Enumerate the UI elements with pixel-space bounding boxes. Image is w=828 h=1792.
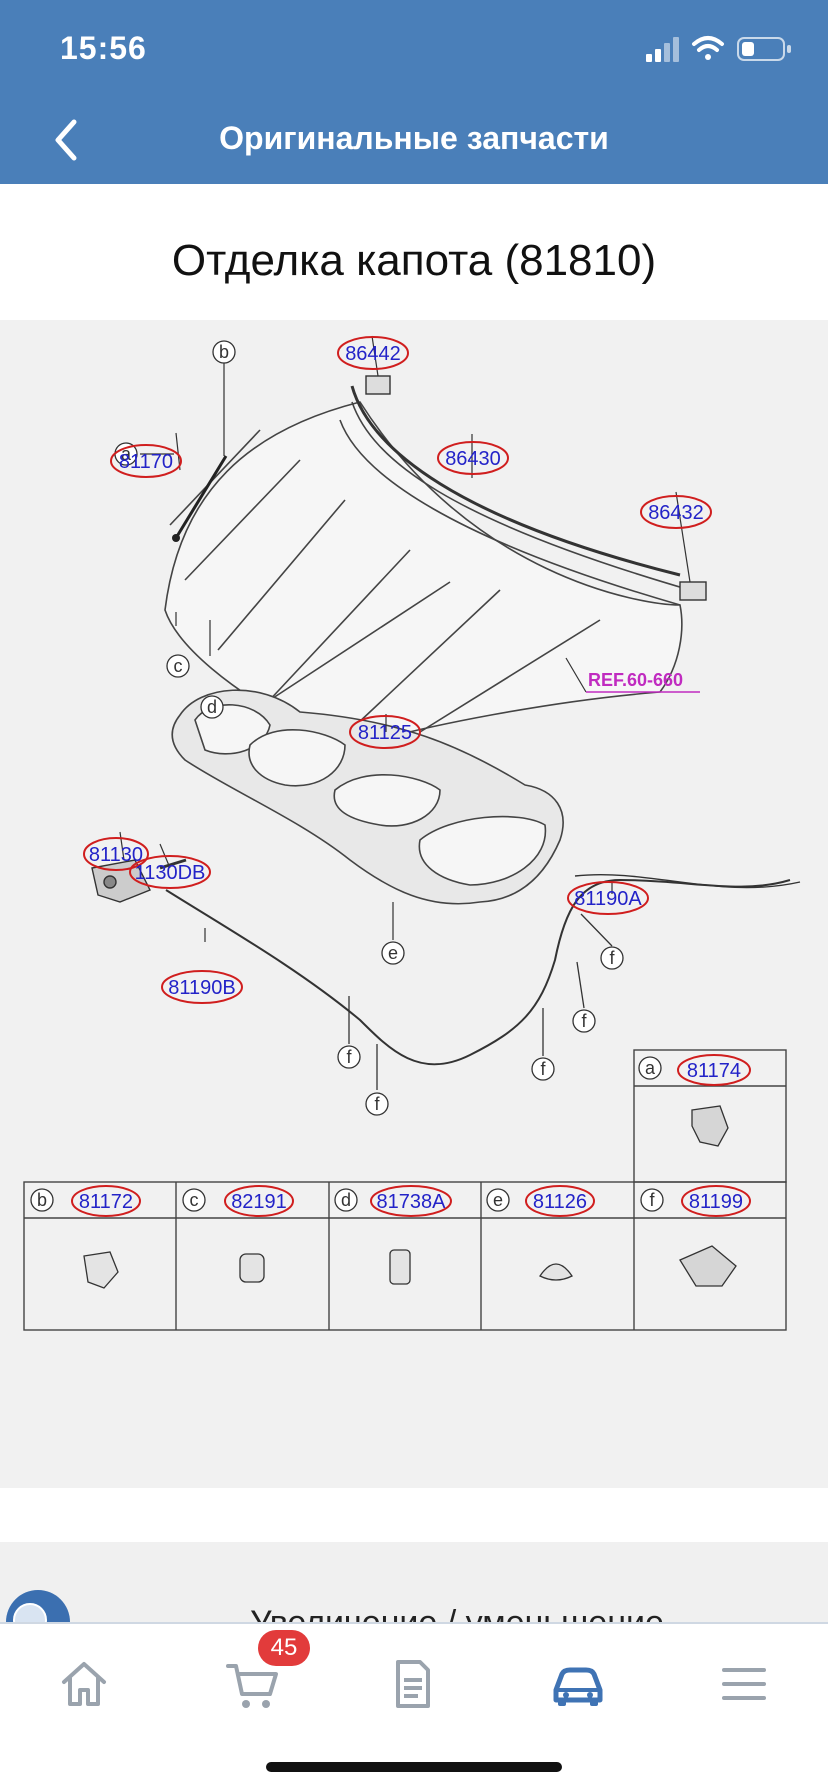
callout-circles (83, 336, 712, 1004)
bumper-stop-86432 (679, 581, 707, 601)
bumper-stop-86442 (365, 375, 391, 395)
callout-86432[interactable]: 86432 (648, 502, 704, 524)
car-icon (553, 1667, 603, 1706)
letter-e-marker: e (388, 943, 398, 963)
legend-f-code[interactable]: 81199 (689, 1191, 743, 1213)
status-icons (646, 36, 791, 62)
menu-icon (722, 1668, 766, 1700)
hood-panel (164, 401, 691, 751)
letter-a-marker: a (121, 444, 132, 464)
legend-e-code[interactable]: 81126 (533, 1191, 587, 1213)
legend-cell-f: f 81199 (640, 1185, 751, 1287)
callout-81170[interactable]: 81170 (119, 451, 173, 473)
tab-orders[interactable] (382, 1654, 442, 1714)
tab-menu[interactable] (714, 1654, 774, 1714)
letter-f-marker-5: f (609, 948, 615, 968)
callout-81130[interactable]: 81130 (89, 844, 143, 866)
cable-clip-part-icon (679, 1245, 737, 1287)
zoom-icon (6, 1590, 70, 1622)
ref-label[interactable]: REF.60-660 (588, 670, 683, 690)
legend-cell-a: a 81174 (638, 1054, 751, 1147)
legend-b-letter: b (37, 1190, 47, 1210)
legend-cell-b: b 81172 (30, 1185, 141, 1289)
spring-part-icon (389, 1249, 411, 1285)
legend-f-letter: f (649, 1190, 655, 1210)
legend-c-code[interactable]: 82191 (231, 1191, 287, 1213)
app-header: 15:56 Оригинальные запчасти (0, 0, 828, 184)
callout-81190A[interactable]: 81190A (574, 888, 642, 910)
tab-car[interactable] (548, 1654, 608, 1714)
letter-c-marker: c (174, 656, 183, 676)
tab-cart[interactable] (222, 1654, 282, 1714)
callout-81190B[interactable]: 81190B (168, 977, 235, 999)
clip-leaders (348, 913, 613, 1090)
latch-part-icon (691, 1105, 729, 1147)
letter-f-marker-1: f (346, 1047, 352, 1067)
legend-e-letter: e (493, 1190, 503, 1210)
section-divider (0, 1488, 828, 1542)
callout-86442[interactable]: 86442 (345, 343, 401, 365)
letter-f-marker-4: f (581, 1011, 587, 1031)
parts-diagram-drawing: b a c d e f f f f f 86442 86430 86432 81… (23, 335, 801, 1331)
legend-d-letter: d (341, 1190, 351, 1210)
legend-cell-c: c 82191 (182, 1185, 294, 1283)
tab-bar: 45 (0, 1622, 828, 1792)
page-title: Отделка капота (81810) (171, 236, 657, 285)
callout-86430[interactable]: 86430 (445, 448, 501, 470)
callout-81125[interactable]: 81125 (358, 722, 412, 744)
letter-f-marker-2: f (374, 1094, 380, 1114)
legend-b-code[interactable]: 81172 (79, 1191, 133, 1213)
zoom-control-row[interactable]: Увеличение / уменьшение (0, 1542, 828, 1622)
battery-icon (737, 37, 791, 61)
legend-a-letter: a (645, 1058, 656, 1078)
legend-a-code[interactable]: 81174 (687, 1060, 741, 1082)
nav-title: Оригинальные запчасти (219, 120, 609, 156)
hood-insulator (171, 689, 564, 905)
wifi-icon (692, 36, 724, 60)
legend-d-code[interactable]: 81738A (377, 1191, 447, 1213)
clip-part-icon (539, 1263, 573, 1281)
back-chevron-icon[interactable] (40, 110, 100, 170)
hood-seal (350, 385, 681, 577)
legend-table (23, 1049, 787, 1331)
hood-stay-rod (174, 455, 228, 539)
grommet-part-icon (83, 1251, 119, 1289)
bumper-part-icon (239, 1253, 265, 1283)
legend-c-letter: c (190, 1190, 199, 1210)
signal-icon (646, 37, 679, 62)
tab-home[interactable] (54, 1654, 114, 1714)
letter-markers (114, 340, 624, 1116)
hood-latch (91, 858, 187, 903)
document-icon (396, 1660, 430, 1708)
letter-f-marker-3: f (540, 1059, 546, 1079)
letter-d-marker: d (207, 697, 217, 717)
cart-icon (226, 1664, 278, 1708)
status-time: 15:56 (60, 30, 147, 66)
callout-1130DB[interactable]: 1130DB (135, 862, 206, 884)
home-icon (62, 1662, 106, 1706)
letter-b-marker: b (219, 342, 229, 362)
parts-diagram[interactable]: b a c d e f f f f f 86442 86430 86432 81… (0, 320, 828, 1488)
home-indicator (266, 1762, 562, 1772)
legend-cell-d: d 81738A (334, 1185, 452, 1285)
cart-badge: 45 (258, 1630, 310, 1666)
zoom-label: Увеличение / уменьшение (250, 1604, 664, 1622)
release-cable (165, 878, 791, 1066)
legend-cell-e: e 81126 (486, 1185, 595, 1281)
